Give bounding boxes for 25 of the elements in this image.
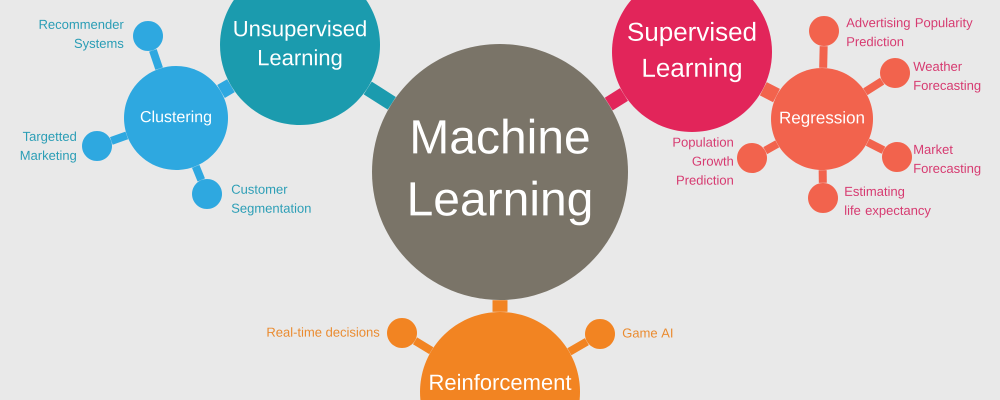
connector	[412, 337, 434, 354]
connector	[149, 49, 163, 70]
branch-label: Estimating life expectancy	[845, 186, 931, 218]
branch-label: Customer Segmentation	[232, 184, 311, 216]
connector	[492, 300, 508, 312]
connector	[819, 46, 828, 68]
connector	[110, 132, 128, 145]
branch-label: Game AI	[622, 328, 672, 338]
connector	[364, 82, 396, 110]
connector	[604, 88, 628, 110]
branch-label: Real-time decisions	[267, 327, 380, 337]
branch-label: Weather Forecasting	[913, 61, 980, 93]
connector	[866, 138, 886, 154]
branch-label: Recommender Systems	[40, 19, 124, 51]
connector	[863, 78, 884, 96]
connector	[818, 170, 827, 183]
connector	[567, 338, 589, 356]
branch-label: Market Forecasting	[914, 144, 980, 176]
connector	[763, 140, 780, 154]
connector	[192, 164, 205, 182]
connector	[760, 82, 780, 102]
connector	[217, 79, 235, 98]
branch-label: Targetted Marketing	[20, 131, 76, 163]
branch-label: Advertising Popularity Prediction	[846, 18, 973, 46]
branch-label: Population Growth Prediction	[673, 137, 733, 185]
